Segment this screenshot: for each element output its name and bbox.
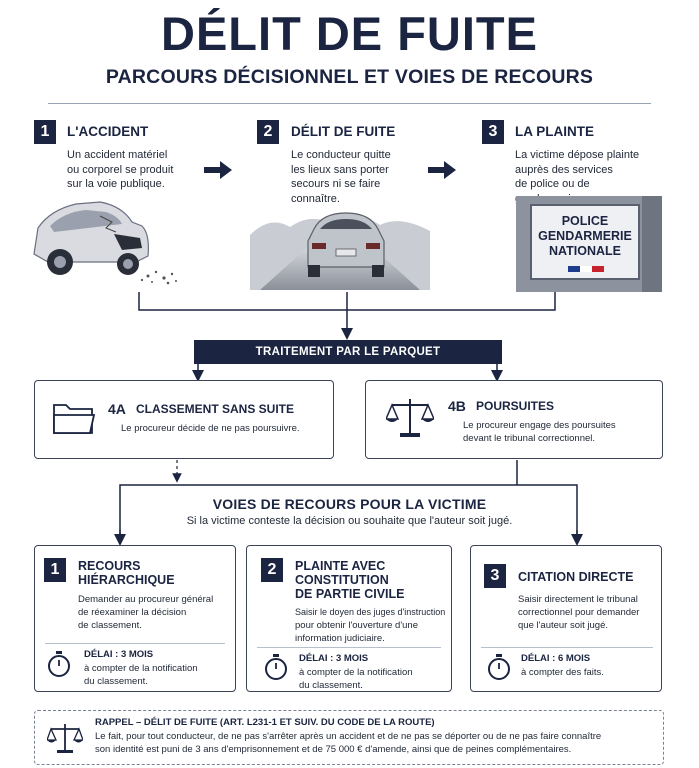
recours-3-delay-text: à compter des faits. bbox=[521, 666, 604, 679]
arrow-right-icon bbox=[204, 161, 232, 179]
step-1-title: L'ACCIDENT bbox=[67, 124, 148, 139]
rappel-text: Le fait, pour tout conducteur, de ne pas… bbox=[95, 731, 661, 756]
arrow-right-icon bbox=[428, 161, 456, 179]
step-2-title: DÉLIT DE FUITE bbox=[291, 124, 395, 139]
rappel-box: RAPPEL – DÉLIT DE FUITE (ART. L231-1 ET … bbox=[34, 710, 664, 765]
step-2-number: 2 bbox=[257, 120, 279, 144]
recours-1-number: 1 bbox=[44, 558, 66, 582]
outcome-4a-card: 4A CLASSEMENT SANS SUITE Le procureur dé… bbox=[34, 380, 334, 459]
parquet-banner: TRAITEMENT PAR LE PARQUET bbox=[194, 340, 502, 364]
recours-subtitle: Si la victime conteste la décision ou so… bbox=[0, 515, 699, 527]
outcome-4b-card: 4B POURSUITES Le procureur engage des po… bbox=[365, 380, 663, 459]
folder-icon bbox=[52, 399, 96, 437]
recours-2-delay: DÉLAI : 3 MOIS bbox=[299, 653, 368, 664]
outcome-4a-text: Le procureur décide de ne pas poursuivre… bbox=[121, 422, 300, 435]
outcome-4b-title: POURSUITES bbox=[476, 399, 554, 413]
fleeing-car-illustration bbox=[250, 205, 430, 290]
outcome-4b-code: 4B bbox=[448, 398, 466, 414]
step-3-title: LA PLAINTE bbox=[515, 124, 594, 139]
step-1-number: 1 bbox=[34, 120, 56, 144]
recours-3-delay: DÉLAI : 6 MOIS bbox=[521, 653, 590, 664]
step-3-number: 3 bbox=[482, 120, 504, 144]
recours-3-number: 3 bbox=[484, 564, 506, 588]
outcome-4a-code: 4A bbox=[108, 401, 126, 417]
rappel-title: RAPPEL – DÉLIT DE FUITE (ART. L231-1 ET … bbox=[95, 717, 435, 728]
recours-title: VOIES DE RECOURS POUR LA VICTIME bbox=[0, 496, 699, 512]
stopwatch-icon bbox=[46, 650, 72, 678]
scales-of-justice-icon bbox=[386, 395, 434, 439]
recours-3-title: CITATION DIRECTE bbox=[518, 570, 634, 584]
stopwatch-icon bbox=[263, 653, 289, 681]
stopwatch-icon bbox=[486, 653, 512, 681]
outcome-4a-title: CLASSEMENT SANS SUITE bbox=[136, 402, 294, 416]
damaged-car-illustration bbox=[30, 182, 182, 290]
recours-3-card: 3 CITATION DIRECTE Saisir directement le… bbox=[470, 545, 662, 692]
french-flag-icon bbox=[568, 266, 604, 272]
scales-of-justice-icon bbox=[47, 721, 83, 755]
recours-1-delay: DÉLAI : 3 MOIS bbox=[84, 649, 153, 660]
recours-2-number: 2 bbox=[261, 558, 283, 582]
